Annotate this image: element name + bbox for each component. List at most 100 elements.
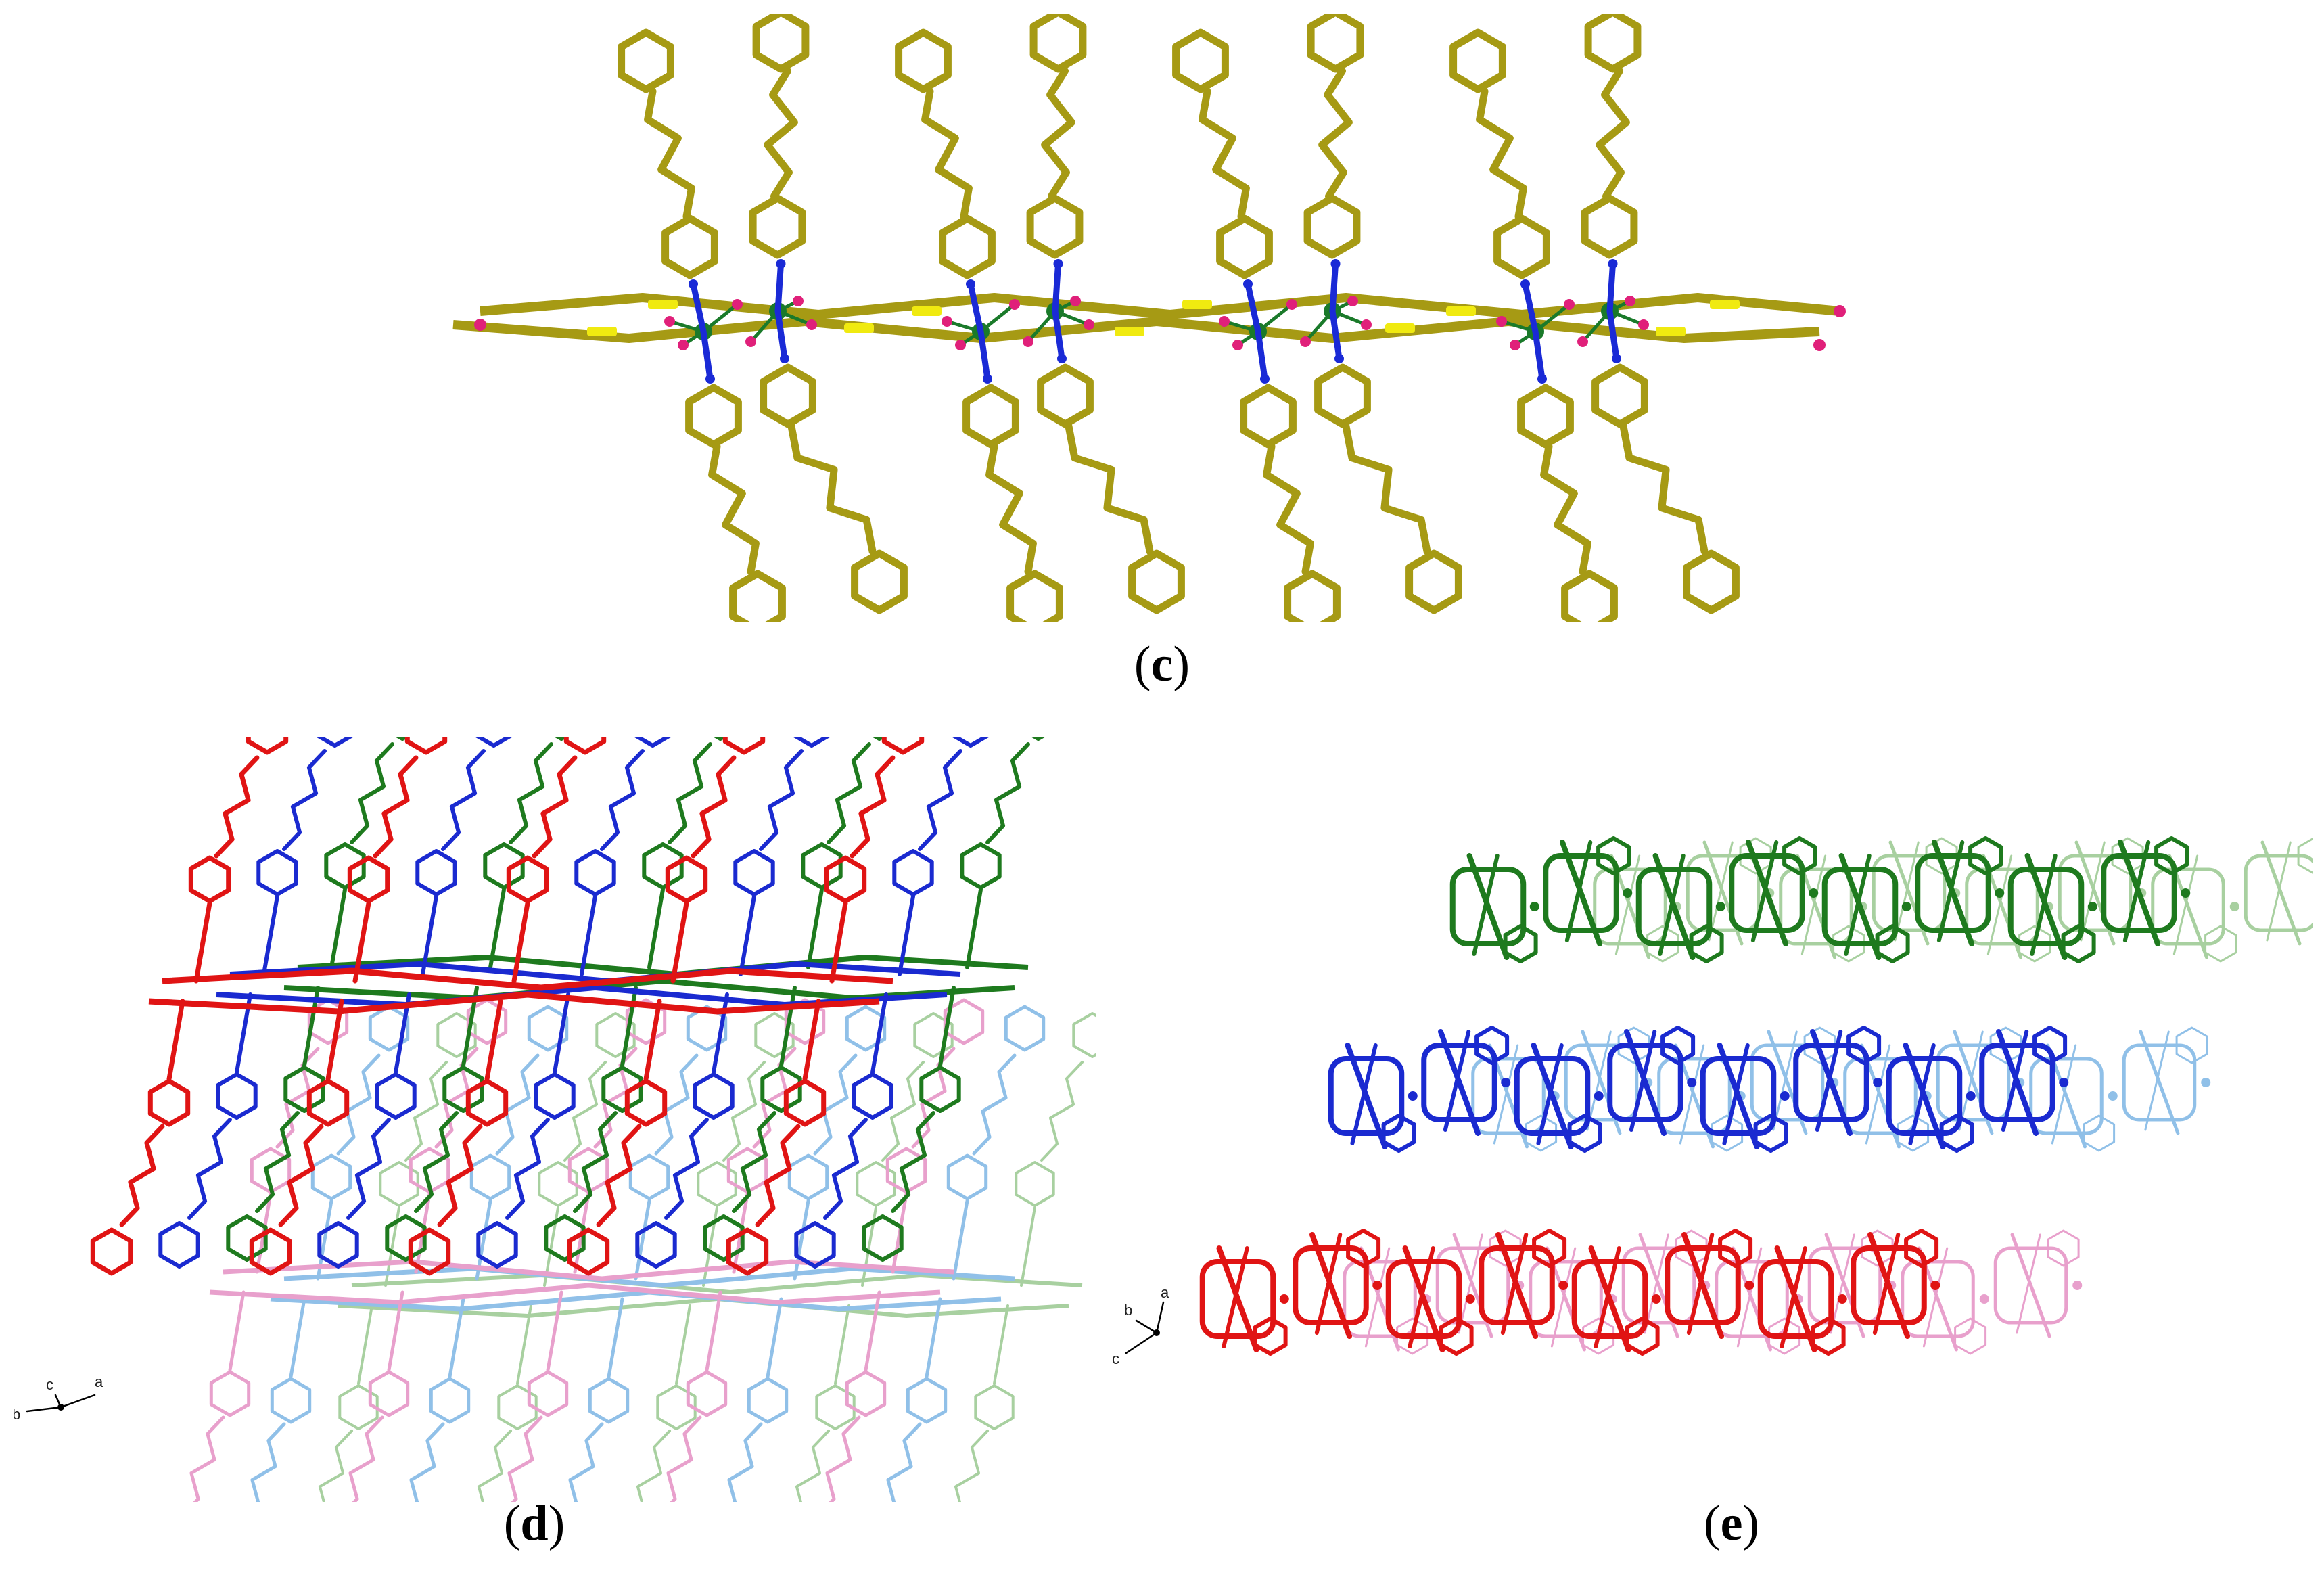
bond <box>620 986 638 1068</box>
bond <box>670 900 689 984</box>
alkyl-chain <box>1476 87 1527 221</box>
oxygen-atom <box>1084 319 1094 330</box>
pyridine-ring <box>534 1072 576 1120</box>
atom <box>1465 1294 1475 1304</box>
bond <box>511 900 530 984</box>
nitrogen-atom <box>983 374 992 384</box>
chain-ring-unit <box>1657 1057 1732 1135</box>
phenyl-ring <box>1004 1005 1046 1052</box>
bond <box>228 1290 246 1372</box>
alkyl-chain <box>732 1111 776 1213</box>
pyridine-ring <box>306 1078 350 1127</box>
bond <box>2172 854 2199 955</box>
thiophene-sulfur <box>844 323 874 333</box>
bond <box>1564 840 1593 942</box>
thiophene-ring <box>1811 1317 1846 1356</box>
phenyl-ring <box>368 1005 410 1052</box>
phenyl-ring <box>873 737 886 741</box>
oxygen-atom <box>1510 340 1520 350</box>
nitrogen-atom <box>776 259 786 269</box>
thiophene-ring <box>1968 836 2003 875</box>
atom <box>2108 1091 2118 1101</box>
metal-nitrogen-bond <box>977 328 991 382</box>
chain-pair <box>1449 836 2313 963</box>
bond <box>1867 1232 1910 1339</box>
phenyl-ring <box>408 1227 451 1276</box>
phenyl-ring <box>752 14 810 73</box>
alkyl-chain <box>1065 422 1154 555</box>
bond <box>1658 854 1686 956</box>
thiophene-ring <box>2297 837 2313 875</box>
alkyl-chain <box>759 749 804 851</box>
pyridine-ring <box>601 1066 643 1113</box>
phenyl-ring <box>714 737 727 741</box>
metal-nitrogen-bond <box>1052 308 1065 362</box>
phenyl-ring <box>625 998 667 1045</box>
chain-ring-unit <box>2058 854 2133 932</box>
pyridine-ring <box>368 1370 410 1417</box>
nitrogen-atom <box>705 374 715 384</box>
atom <box>1372 1281 1382 1290</box>
chain-ring-unit <box>1343 1260 1417 1338</box>
pyridine-ring <box>209 1370 251 1417</box>
chain-ring-unit <box>1729 853 1805 933</box>
alkyl-chain <box>563 1061 607 1162</box>
chain-ring-unit <box>1886 1056 1963 1136</box>
phenyl-ring <box>1031 737 1045 741</box>
phenyl-ring <box>1561 570 1618 622</box>
chain-ring-unit <box>1607 1043 1683 1122</box>
bond <box>1466 853 1510 960</box>
bond <box>1500 1233 1529 1335</box>
chain-ring-unit <box>1843 1057 1918 1135</box>
alkyl-chain <box>654 1053 699 1156</box>
pyridine-ring <box>270 1377 312 1424</box>
alkyl-chain <box>918 749 962 851</box>
atom <box>1408 1091 1418 1101</box>
bond <box>1708 841 1734 942</box>
bond <box>1815 1030 1843 1132</box>
alkyl-chain <box>827 742 871 844</box>
backbone-strand <box>162 967 893 991</box>
atom <box>1901 902 1911 911</box>
alkyl-chain <box>441 749 486 851</box>
nitrogen-atom <box>1608 259 1618 269</box>
chain-ring-unit <box>1715 1260 1789 1338</box>
chain-ring-unit <box>1993 1246 2068 1325</box>
bond <box>1894 841 1920 942</box>
chain-ring-unit <box>1514 1056 1591 1136</box>
bond <box>802 999 821 1082</box>
bond <box>1644 1233 1669 1334</box>
atom <box>2059 1078 2069 1087</box>
bond <box>2080 841 2106 942</box>
bond <box>2260 840 2302 946</box>
oxygen-atom <box>955 340 966 350</box>
chain-ring-unit <box>1851 1245 1927 1325</box>
axis-label-a: a <box>95 1373 103 1390</box>
atom <box>1995 888 2005 898</box>
bond <box>1986 854 2013 955</box>
alkyl-chain <box>664 1118 709 1220</box>
thiophene-ring <box>2154 836 2189 875</box>
pyridine-ring <box>527 1370 569 1417</box>
alkyl-chain <box>507 1415 543 1502</box>
alkyl-chain <box>346 1118 391 1220</box>
bond <box>1996 1029 2039 1136</box>
bond <box>1350 1043 1378 1145</box>
thiophene-ring <box>2175 1026 2208 1064</box>
phenyl-ring <box>1072 1012 1096 1058</box>
chain-structure-drawing <box>452 14 1846 622</box>
alkyl-chain <box>495 1053 540 1156</box>
bond <box>1908 1043 1936 1145</box>
thiophene-ring <box>1567 1114 1602 1153</box>
backbone-strand <box>209 1283 941 1305</box>
thiophene-ring <box>1739 837 1772 875</box>
pyridine-ring <box>256 849 298 896</box>
pyridine-ring <box>1216 214 1273 279</box>
phenyl-ring <box>913 1012 954 1058</box>
phenyl-ring <box>555 737 568 741</box>
alkyl-chain <box>278 1124 324 1227</box>
phenyl-ring <box>1683 549 1740 614</box>
metal-nitrogen-bond <box>1329 308 1343 362</box>
bond <box>1364 1247 1391 1348</box>
